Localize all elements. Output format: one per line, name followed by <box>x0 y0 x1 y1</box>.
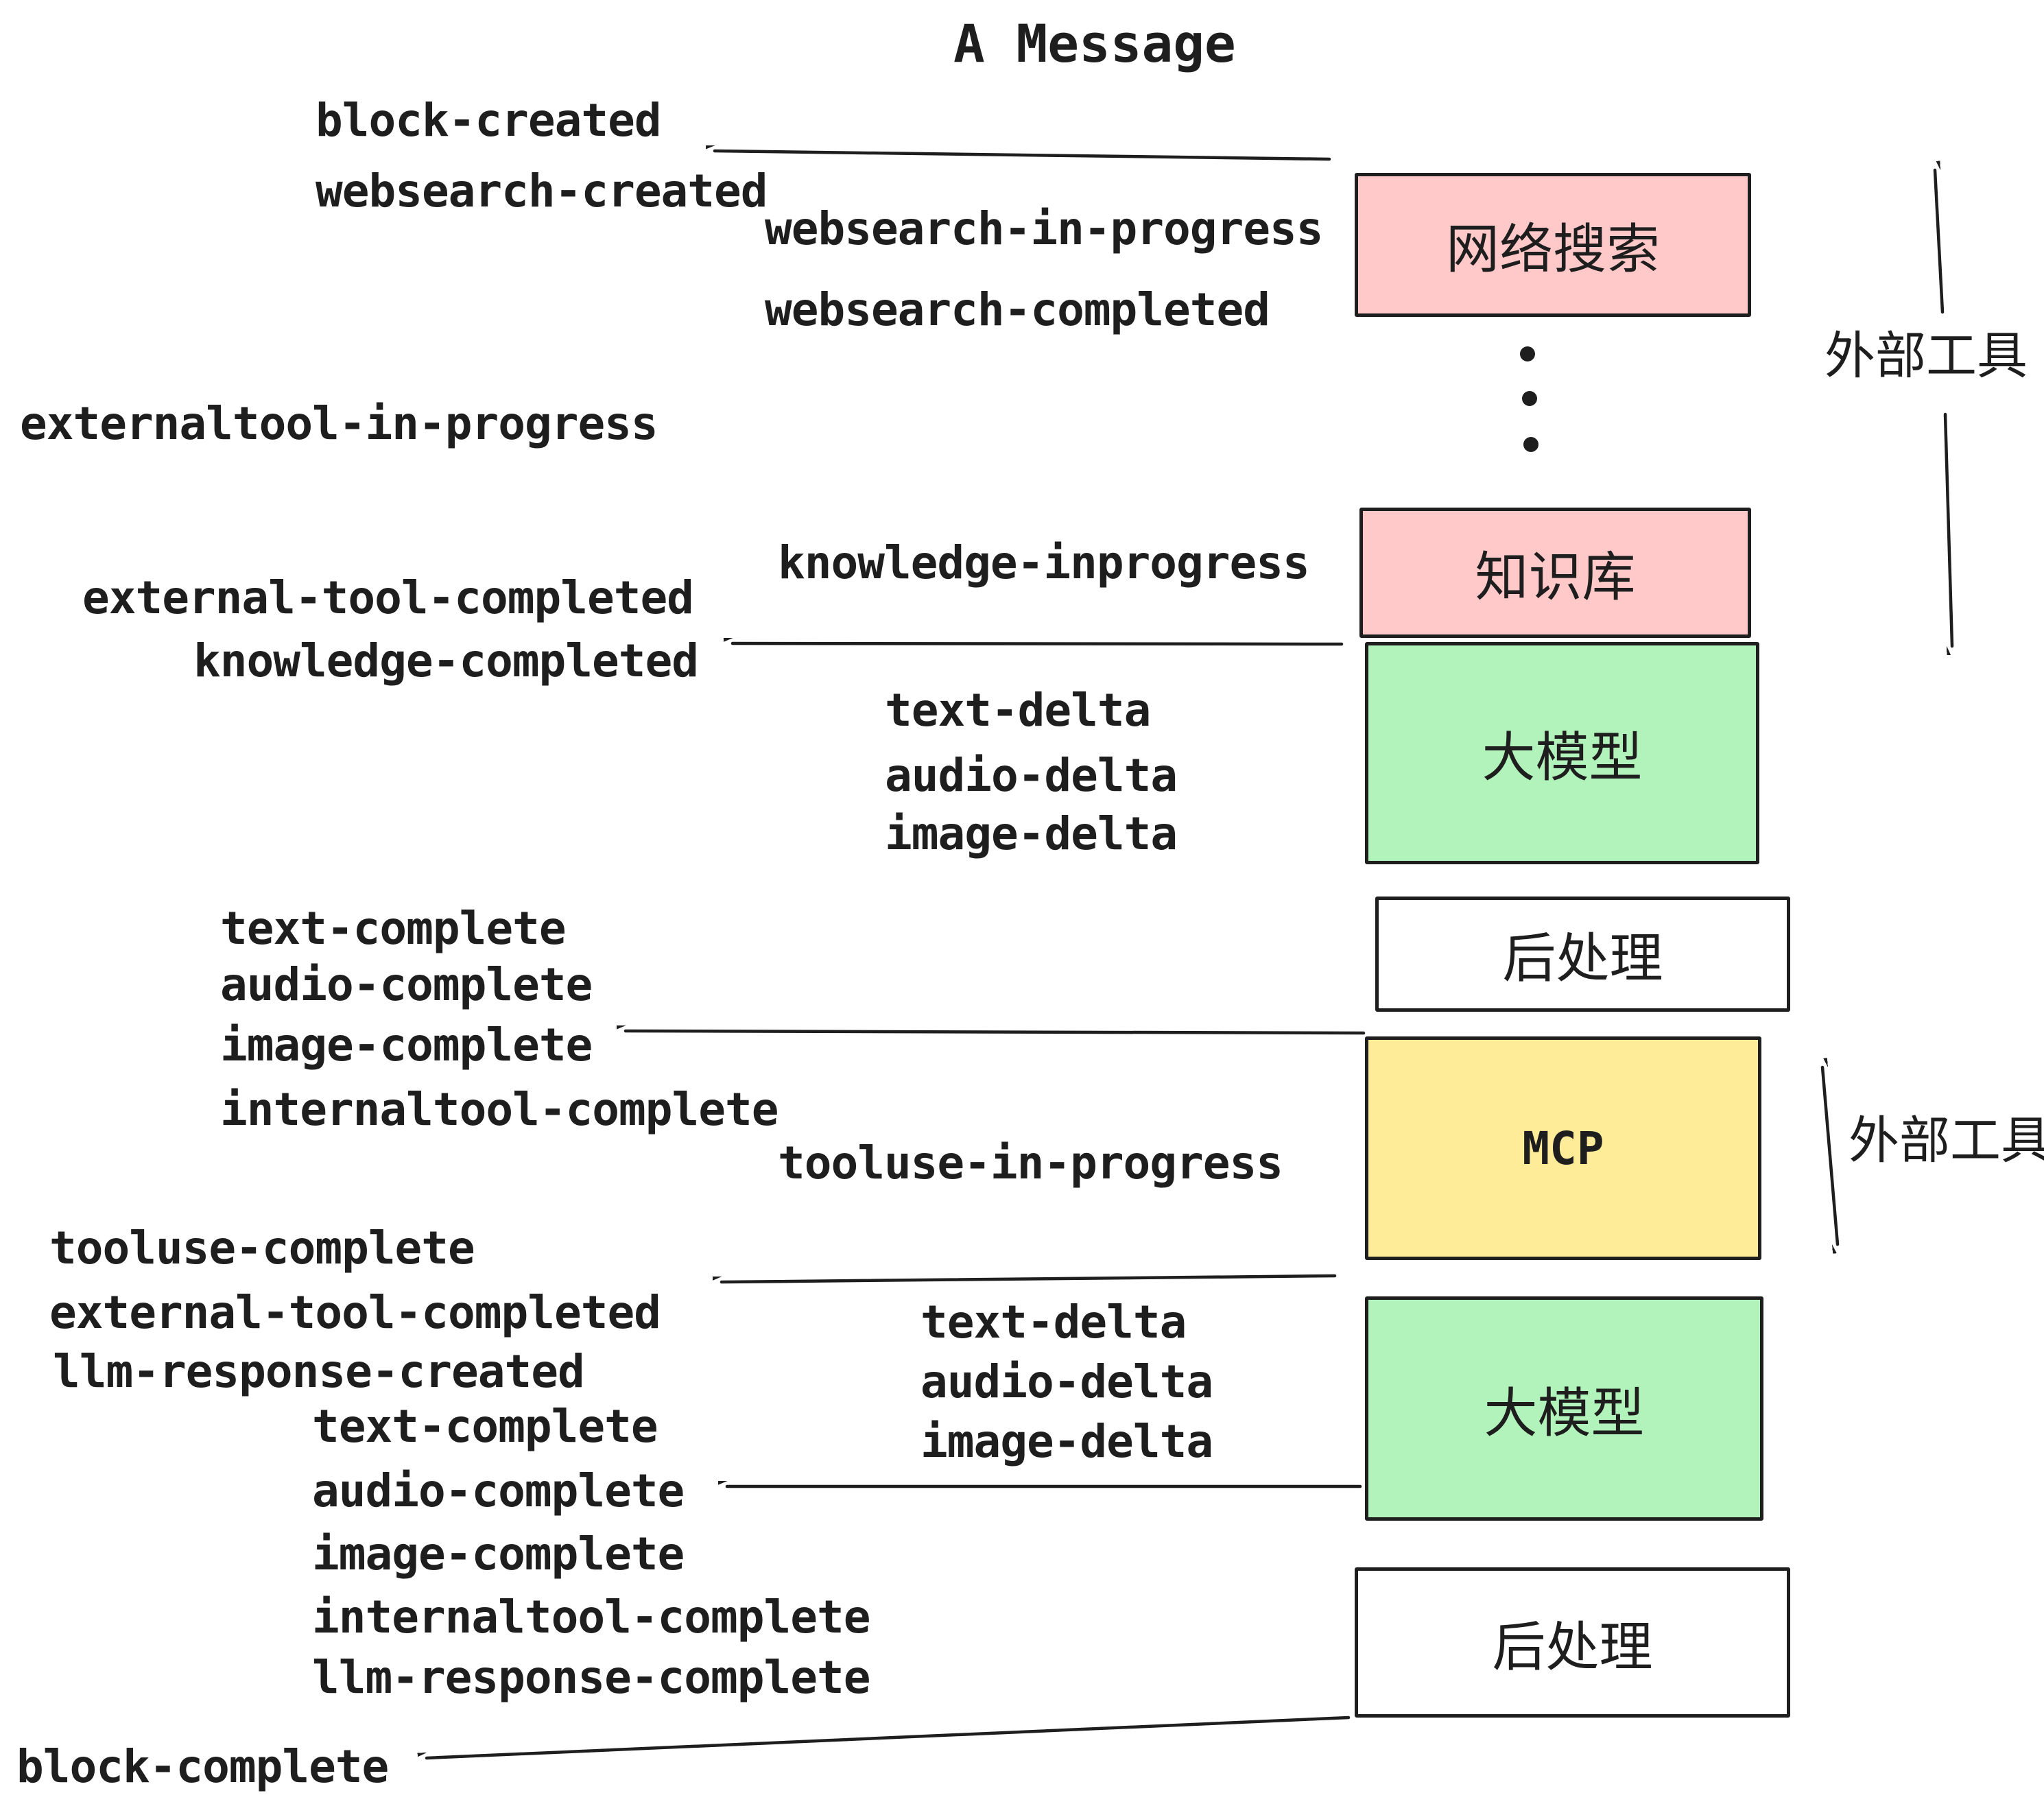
ellipsis-dots <box>1520 346 1538 452</box>
event-label-text-delta-1: text-delta <box>885 684 1151 737</box>
box-llm-2-label: 大模型 <box>1484 1382 1645 1443</box>
box-llm-1-label: 大模型 <box>1482 727 1643 787</box>
event-label-tooluse-in-progress: tooluse-in-progress <box>778 1137 1283 1189</box>
event-label-tooluse-complete: tooluse-complete <box>49 1222 475 1274</box>
event-label-image-delta-2: image-delta <box>920 1415 1213 1468</box>
event-label-llm-response-created: llm-response-created <box>53 1345 585 1398</box>
arrow-websearch-created <box>715 151 1331 161</box>
event-label-audio-complete-1: audio-complete <box>220 958 593 1011</box>
event-label-websearch-created: websearch-created <box>316 165 768 217</box>
box-llm-2: 大模型 <box>1365 1296 1763 1521</box>
event-label-block-created: block-created <box>316 94 662 147</box>
event-label-image-complete-1: image-complete <box>220 1019 593 1071</box>
event-label-internaltool-complete-2: internaltool-complete <box>312 1591 870 1643</box>
box-post-process-2: 后处理 <box>1355 1567 1790 1718</box>
event-label-audio-delta-1: audio-delta <box>885 749 1178 802</box>
box-mcp-label: MCP <box>1522 1121 1604 1175</box>
event-label-text-delta-2: text-delta <box>920 1296 1187 1349</box>
event-label-external-tool-completed-2: external-tool-completed <box>49 1286 661 1339</box>
event-label-image-complete-2: image-complete <box>312 1528 685 1580</box>
event-label-knowledge-completed: knowledge-completed <box>193 634 699 687</box>
box-web-search: 网络搜索 <box>1355 173 1751 317</box>
diagram-title: A Message <box>953 13 1236 74</box>
box-mcp: MCP <box>1365 1036 1761 1260</box>
event-label-external-tool-completed: external-tool-completed <box>82 571 694 624</box>
event-label-block-complete: block-complete <box>16 1740 389 1793</box>
double-arrow-external-tools-mcp <box>1822 1067 1838 1244</box>
event-label-image-delta-1: image-delta <box>885 807 1178 860</box>
arrow-tooluse-complete <box>722 1274 1337 1282</box>
event-label-audio-delta-2: audio-delta <box>920 1355 1213 1408</box>
event-label-text-complete-1: text-complete <box>220 902 567 955</box>
arrow-knowledge-completed <box>733 643 1344 644</box>
event-label-internaltool-complete-1: internaltool-complete <box>220 1083 779 1136</box>
box-post-process-2-label: 后处理 <box>1492 1616 1653 1677</box>
event-label-llm-response-complete: llm-response-complete <box>312 1651 870 1704</box>
box-knowledge: 知识库 <box>1359 508 1751 638</box>
event-label-knowledge-inprogress: knowledge-inprogress <box>778 536 1310 589</box>
event-label-audio-complete-2: audio-complete <box>312 1464 685 1517</box>
annotation-external-tools-1: 外部工具 <box>1825 327 2028 384</box>
box-web-search-label: 网络搜索 <box>1445 219 1660 279</box>
box-llm-1: 大模型 <box>1365 642 1759 864</box>
arrow-image-complete <box>626 1031 1366 1033</box>
annotation-external-tools-2: 外部工具 <box>1849 1112 2044 1169</box>
double-arrow-external-tools-top-down <box>1943 412 1952 646</box>
double-arrow-external-tools-top-up <box>1935 170 1945 314</box>
arrow-block-complete <box>427 1716 1351 1758</box>
event-label-text-complete-2: text-complete <box>312 1400 658 1453</box>
event-label-externaltool-in-progress: externaltool-in-progress <box>20 397 658 450</box>
box-post-process-1: 后处理 <box>1375 897 1790 1012</box>
event-label-websearch-in-progress: websearch-in-progress <box>765 202 1323 255</box>
box-knowledge-label: 知识库 <box>1475 547 1636 607</box>
event-label-websearch-completed: websearch-completed <box>765 283 1270 336</box>
box-post-process-1-label: 后处理 <box>1502 928 1663 988</box>
